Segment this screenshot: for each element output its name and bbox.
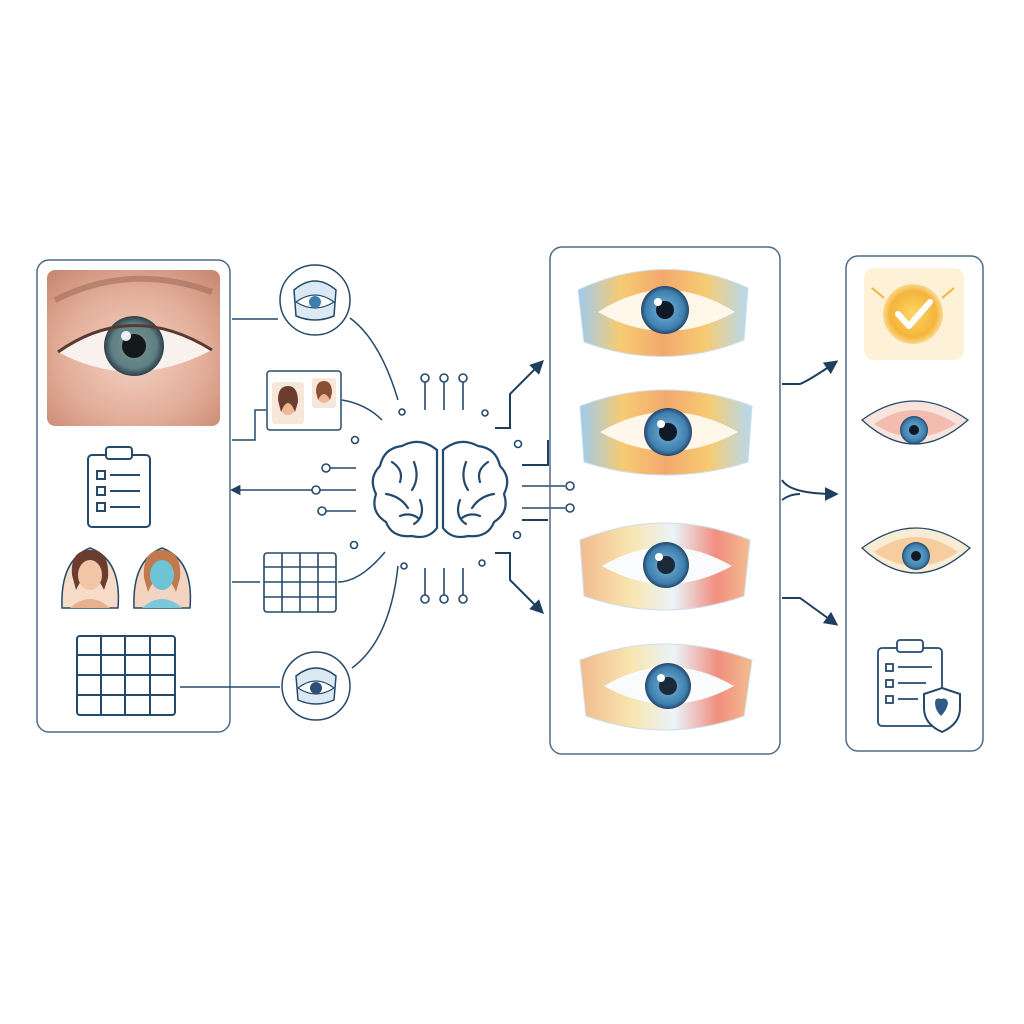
results-panel-frame	[845, 255, 984, 752]
clipboard-icon	[87, 446, 151, 528]
eye-heatmap-small-1	[860, 400, 970, 445]
eye-heatmap-1	[577, 269, 749, 357]
eye-heatmap-3	[579, 522, 751, 611]
arrows-to-results	[781, 360, 839, 626]
table-grid-icon	[263, 552, 337, 613]
input-panel	[36, 259, 231, 733]
eye-scan-icon-bottom	[281, 651, 351, 721]
heatmap-panel-frame	[549, 246, 781, 755]
input-panel-frame	[36, 259, 231, 733]
portrait-thumbnail-icon	[266, 370, 342, 431]
portrait-pair-icon	[61, 547, 192, 609]
clipboard-shield-icon	[877, 639, 961, 734]
grid-table-icon	[76, 635, 176, 716]
results-panel	[845, 255, 984, 752]
eye-photo	[47, 270, 220, 426]
brain-icon	[371, 440, 509, 539]
checkmark-badge-icon	[864, 268, 964, 360]
eye-heatmap-2	[579, 389, 753, 476]
eye-heatmap-small-2	[860, 527, 972, 574]
heatmap-panel	[549, 246, 781, 755]
eye-heatmap-4	[579, 643, 753, 731]
arrows-to-heatmaps	[495, 360, 549, 614]
eye-scan-icon	[279, 264, 351, 336]
processing-stage	[263, 264, 575, 721]
connector-lines	[180, 317, 399, 688]
neural-connectors	[311, 373, 575, 604]
